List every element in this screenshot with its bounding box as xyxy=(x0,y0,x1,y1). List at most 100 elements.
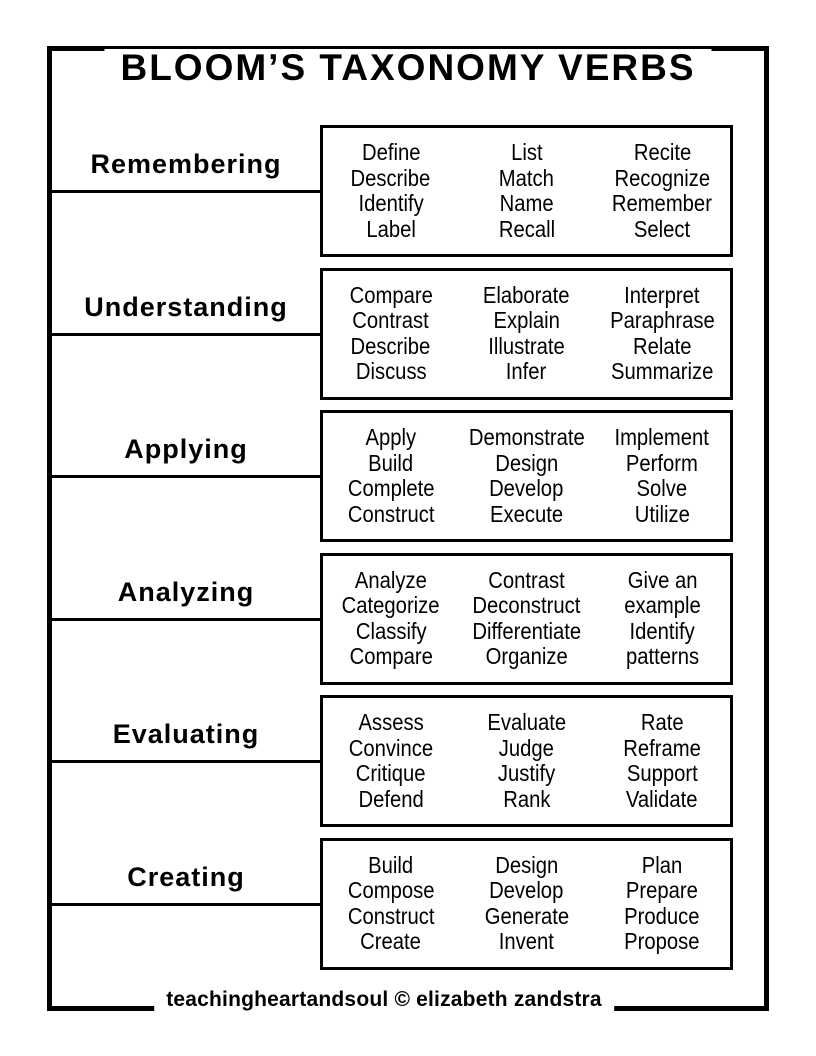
verb-line: Summarize xyxy=(610,358,714,384)
verb-line: Categorize xyxy=(341,592,440,618)
verb-line: Judge xyxy=(498,734,555,761)
verb-line: Build xyxy=(368,851,414,878)
category-label-text: Evaluating xyxy=(112,719,260,749)
verb-line: Classify xyxy=(355,617,427,644)
verb-line: Implement xyxy=(614,424,710,450)
verb-line: List xyxy=(510,139,543,165)
category-label: Applying xyxy=(52,410,320,475)
verb-line: Recite xyxy=(633,139,691,165)
verb-line: Identify xyxy=(358,190,424,216)
category-label: Remembering xyxy=(52,125,320,190)
verb-line: Propose xyxy=(624,928,700,954)
verb-line: Demonstrate xyxy=(468,424,585,450)
verb-line: Deconstruct xyxy=(472,592,581,618)
verb-line: Remember xyxy=(612,190,713,216)
verb-line: Contrast xyxy=(488,566,565,593)
verb-line: Recognize xyxy=(614,164,710,191)
verb-line: Apply xyxy=(365,424,417,450)
category-label: Analyzing xyxy=(52,553,320,618)
category-label-text: Remembering xyxy=(90,149,282,179)
verb-line: Compare xyxy=(349,281,433,308)
verb-line: Name xyxy=(499,190,554,216)
verb-line: Execute xyxy=(489,500,564,527)
verb-line: Rate xyxy=(640,709,684,735)
verb-line: Paraphrase xyxy=(609,307,715,333)
verb-line: Relate xyxy=(632,332,692,359)
verb-line: Analyze xyxy=(354,566,427,593)
verb-line: Differentiate xyxy=(472,617,581,644)
verb-line: Explain xyxy=(493,307,560,333)
category-underline xyxy=(52,332,320,336)
verb-line: Discuss xyxy=(355,358,427,384)
verb-line: Perform xyxy=(626,449,699,476)
verb-line: Illustrate xyxy=(488,332,565,359)
verb-line: Create xyxy=(360,928,422,954)
verb-line: patterns xyxy=(625,643,699,669)
verb-line: Contrast xyxy=(352,307,430,333)
verb-line: Design xyxy=(494,851,559,878)
verb-line: Rank xyxy=(502,785,551,812)
verb-line: Design xyxy=(494,449,559,476)
verb-line: Compare xyxy=(349,643,433,669)
verb-line: Construct xyxy=(347,500,435,527)
verb-line: Develop xyxy=(489,877,564,903)
verb-line: Build xyxy=(368,449,414,476)
verb-line: Describe xyxy=(350,164,431,191)
verb-line: Prepare xyxy=(626,877,699,903)
poster-frame: BLOOM’S TAXONOMY VERBS Remembering Defin… xyxy=(47,46,769,1013)
verb-line: Convince xyxy=(348,734,434,761)
verb-line: Produce xyxy=(624,902,700,929)
verb-line: Construct xyxy=(347,902,435,929)
footer-credit: teachingheartandsoul © elizabeth zandstr… xyxy=(154,987,614,1013)
verb-line: Assess xyxy=(358,709,424,735)
category-underline xyxy=(52,617,320,621)
category-underline xyxy=(52,760,320,763)
verb-line: Evaluate xyxy=(487,709,566,735)
category-label-text: Understanding xyxy=(84,291,288,322)
verb-line: Elaborate xyxy=(483,281,570,308)
verb-line: Describe xyxy=(350,332,431,359)
category-label: Understanding xyxy=(52,268,320,333)
verb-line: Define xyxy=(361,139,421,165)
verb-line: Support xyxy=(626,760,698,786)
category-label: Evaluating xyxy=(52,695,320,760)
verb-line: Reframe xyxy=(623,734,701,761)
verb-line: Defend xyxy=(358,785,424,812)
verb-line: Compose xyxy=(347,877,435,903)
category-underline xyxy=(52,475,320,478)
category-label-text: Creating xyxy=(127,861,245,892)
verb-line: Select xyxy=(634,215,691,242)
verb-line: Match xyxy=(498,164,555,191)
verb-line: Identify xyxy=(629,617,695,644)
verb-line: Justify xyxy=(497,760,556,786)
verb-line: Validate xyxy=(626,785,699,812)
category-underline xyxy=(52,902,320,906)
